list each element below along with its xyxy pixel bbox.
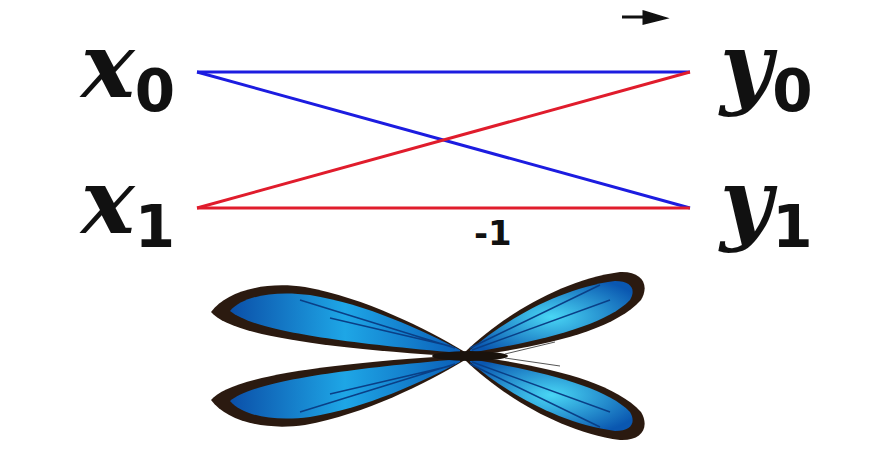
arrow-mark — [622, 12, 664, 23]
butterfly-line — [197, 72, 690, 208]
signal-node: x0 — [81, 20, 197, 120]
signal-node: y1 — [690, 156, 813, 256]
butterfly-line — [197, 207, 690, 210]
signal-node: y0 — [690, 20, 813, 120]
signal-symbol: y1 — [720, 156, 813, 256]
butterfly-line — [197, 71, 690, 74]
signal-symbol: x1 — [81, 156, 175, 256]
twiddle-factor: -1 — [470, 216, 516, 250]
signal-symbol: y0 — [720, 20, 813, 120]
butterfly-illustration — [211, 272, 645, 440]
signal-node: x1 — [81, 156, 197, 256]
butterfly-line — [197, 72, 690, 208]
signal-symbol: x0 — [81, 20, 175, 120]
